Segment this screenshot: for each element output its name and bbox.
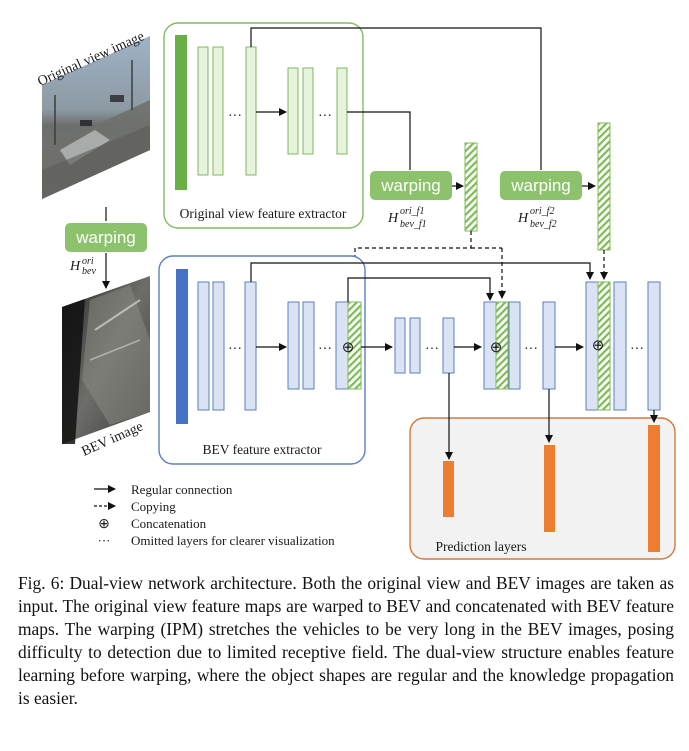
bev-layer (212, 281, 225, 411)
regular-connection (250, 262, 594, 282)
prediction-label: Prediction layers (435, 539, 526, 554)
homography-f2: H ori_f2 bev_f2 (517, 206, 557, 230)
ellipsis: ··· (318, 342, 332, 357)
homography-main: H ori bev (69, 256, 96, 277)
warping-label: warping (380, 176, 441, 195)
ellipsis: ··· (524, 342, 538, 357)
bev-extractor-label: BEV feature extractor (203, 442, 322, 457)
ellipsis: ··· (228, 109, 242, 124)
ellipsis: ··· (630, 342, 644, 357)
regular-connection (250, 27, 542, 170)
legend: Regular connection Copying ⊕ Concatenati… (94, 482, 335, 548)
svg-text:H: H (69, 259, 81, 274)
prediction-layer (544, 445, 555, 532)
concat-symbol: ⊕ (342, 340, 355, 356)
svg-text:bev_f2: bev_f2 (530, 219, 557, 230)
prediction-layer (648, 425, 660, 552)
warping-box-f2: warping (500, 171, 582, 200)
ori-extractor-box (163, 22, 364, 229)
ori-layer (245, 46, 257, 176)
bev-layer (244, 281, 257, 411)
ellipsis: ··· (425, 342, 439, 357)
copied-feature (597, 281, 611, 411)
legend-item-copying: Copying (131, 499, 176, 514)
bev-layer (542, 301, 556, 390)
bev-layer (442, 317, 455, 374)
bev-input-layer (176, 269, 188, 424)
svg-text:bev: bev (82, 266, 96, 277)
svg-text:ori: ori (82, 256, 94, 267)
svg-text:bev_f1: bev_f1 (400, 219, 427, 230)
legend-concat-symbol: ⊕ (98, 517, 110, 532)
warping-box-main: warping (65, 223, 147, 252)
ori-layer (302, 67, 314, 155)
ori-layer (197, 46, 209, 176)
regular-connection (347, 277, 494, 302)
original-view-image (42, 36, 150, 199)
legend-item-regular: Regular connection (131, 482, 233, 497)
regular-connection (347, 111, 411, 170)
bev-layer (508, 301, 521, 390)
svg-text:H: H (517, 211, 529, 226)
prediction-box (409, 417, 676, 560)
ori-layer (212, 46, 224, 176)
svg-text:ori_f1: ori_f1 (400, 206, 424, 217)
concat-symbol: ⊕ (592, 338, 605, 354)
ellipsis: ··· (318, 109, 332, 124)
ori-extractor-label: Original view feature extractor (180, 206, 347, 221)
prediction-layer (443, 461, 454, 517)
homography-f1: H ori_f1 bev_f1 (387, 206, 427, 230)
svg-text:ori_f2: ori_f2 (530, 206, 554, 217)
architecture-diagram: Original view image BEV image warping H … (36, 22, 676, 560)
legend-item-omitted: Omitted layers for clearer visualization (131, 533, 335, 548)
bev-layer (287, 301, 300, 390)
ellipsis: ··· (228, 342, 242, 357)
bev-layer (394, 317, 406, 374)
copied-feature (347, 301, 362, 390)
legend-item-concat: Concatenation (131, 516, 207, 531)
legend-dots: ··· (98, 533, 111, 548)
warping-label: warping (75, 228, 136, 247)
copy-connection (351, 231, 472, 299)
ori-input-layer (175, 35, 187, 190)
warping-box-f1: warping (370, 171, 452, 200)
ori-layer (287, 67, 299, 155)
bev-layer (613, 281, 627, 411)
bev-layer (647, 281, 661, 411)
copied-feature (495, 301, 509, 390)
warped-feature-f2 (597, 122, 611, 251)
bev-layer (197, 281, 210, 411)
bev-layer (302, 301, 315, 390)
concat-symbol: ⊕ (490, 340, 503, 356)
warped-feature-f1 (464, 142, 478, 232)
bev-image (62, 276, 150, 444)
warping-label: warping (510, 176, 571, 195)
bev-layer (409, 317, 421, 374)
svg-text:H: H (387, 211, 399, 226)
ori-layer (336, 67, 348, 155)
figure-caption: Fig. 6: Dual-view network architecture. … (18, 573, 674, 708)
bev-extractor-box (158, 255, 366, 465)
